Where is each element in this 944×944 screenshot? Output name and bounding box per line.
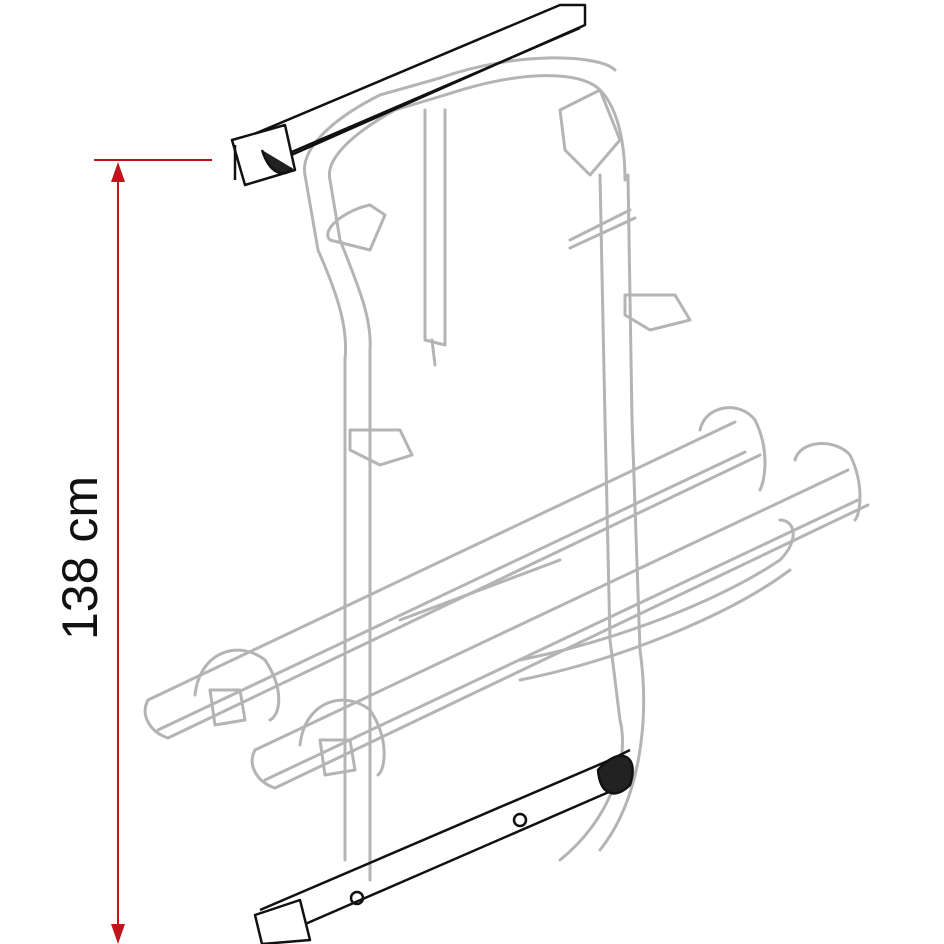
wheel-tray-rear (143, 406, 767, 740)
top-mounting-rail (230, 3, 587, 187)
dimension-indicator (94, 159, 212, 944)
height-dimension-label: 138 cm (52, 476, 108, 640)
rack-frame (302, 56, 692, 882)
wheel-tray-front (250, 442, 870, 790)
bottom-mounting-rail (253, 748, 634, 944)
